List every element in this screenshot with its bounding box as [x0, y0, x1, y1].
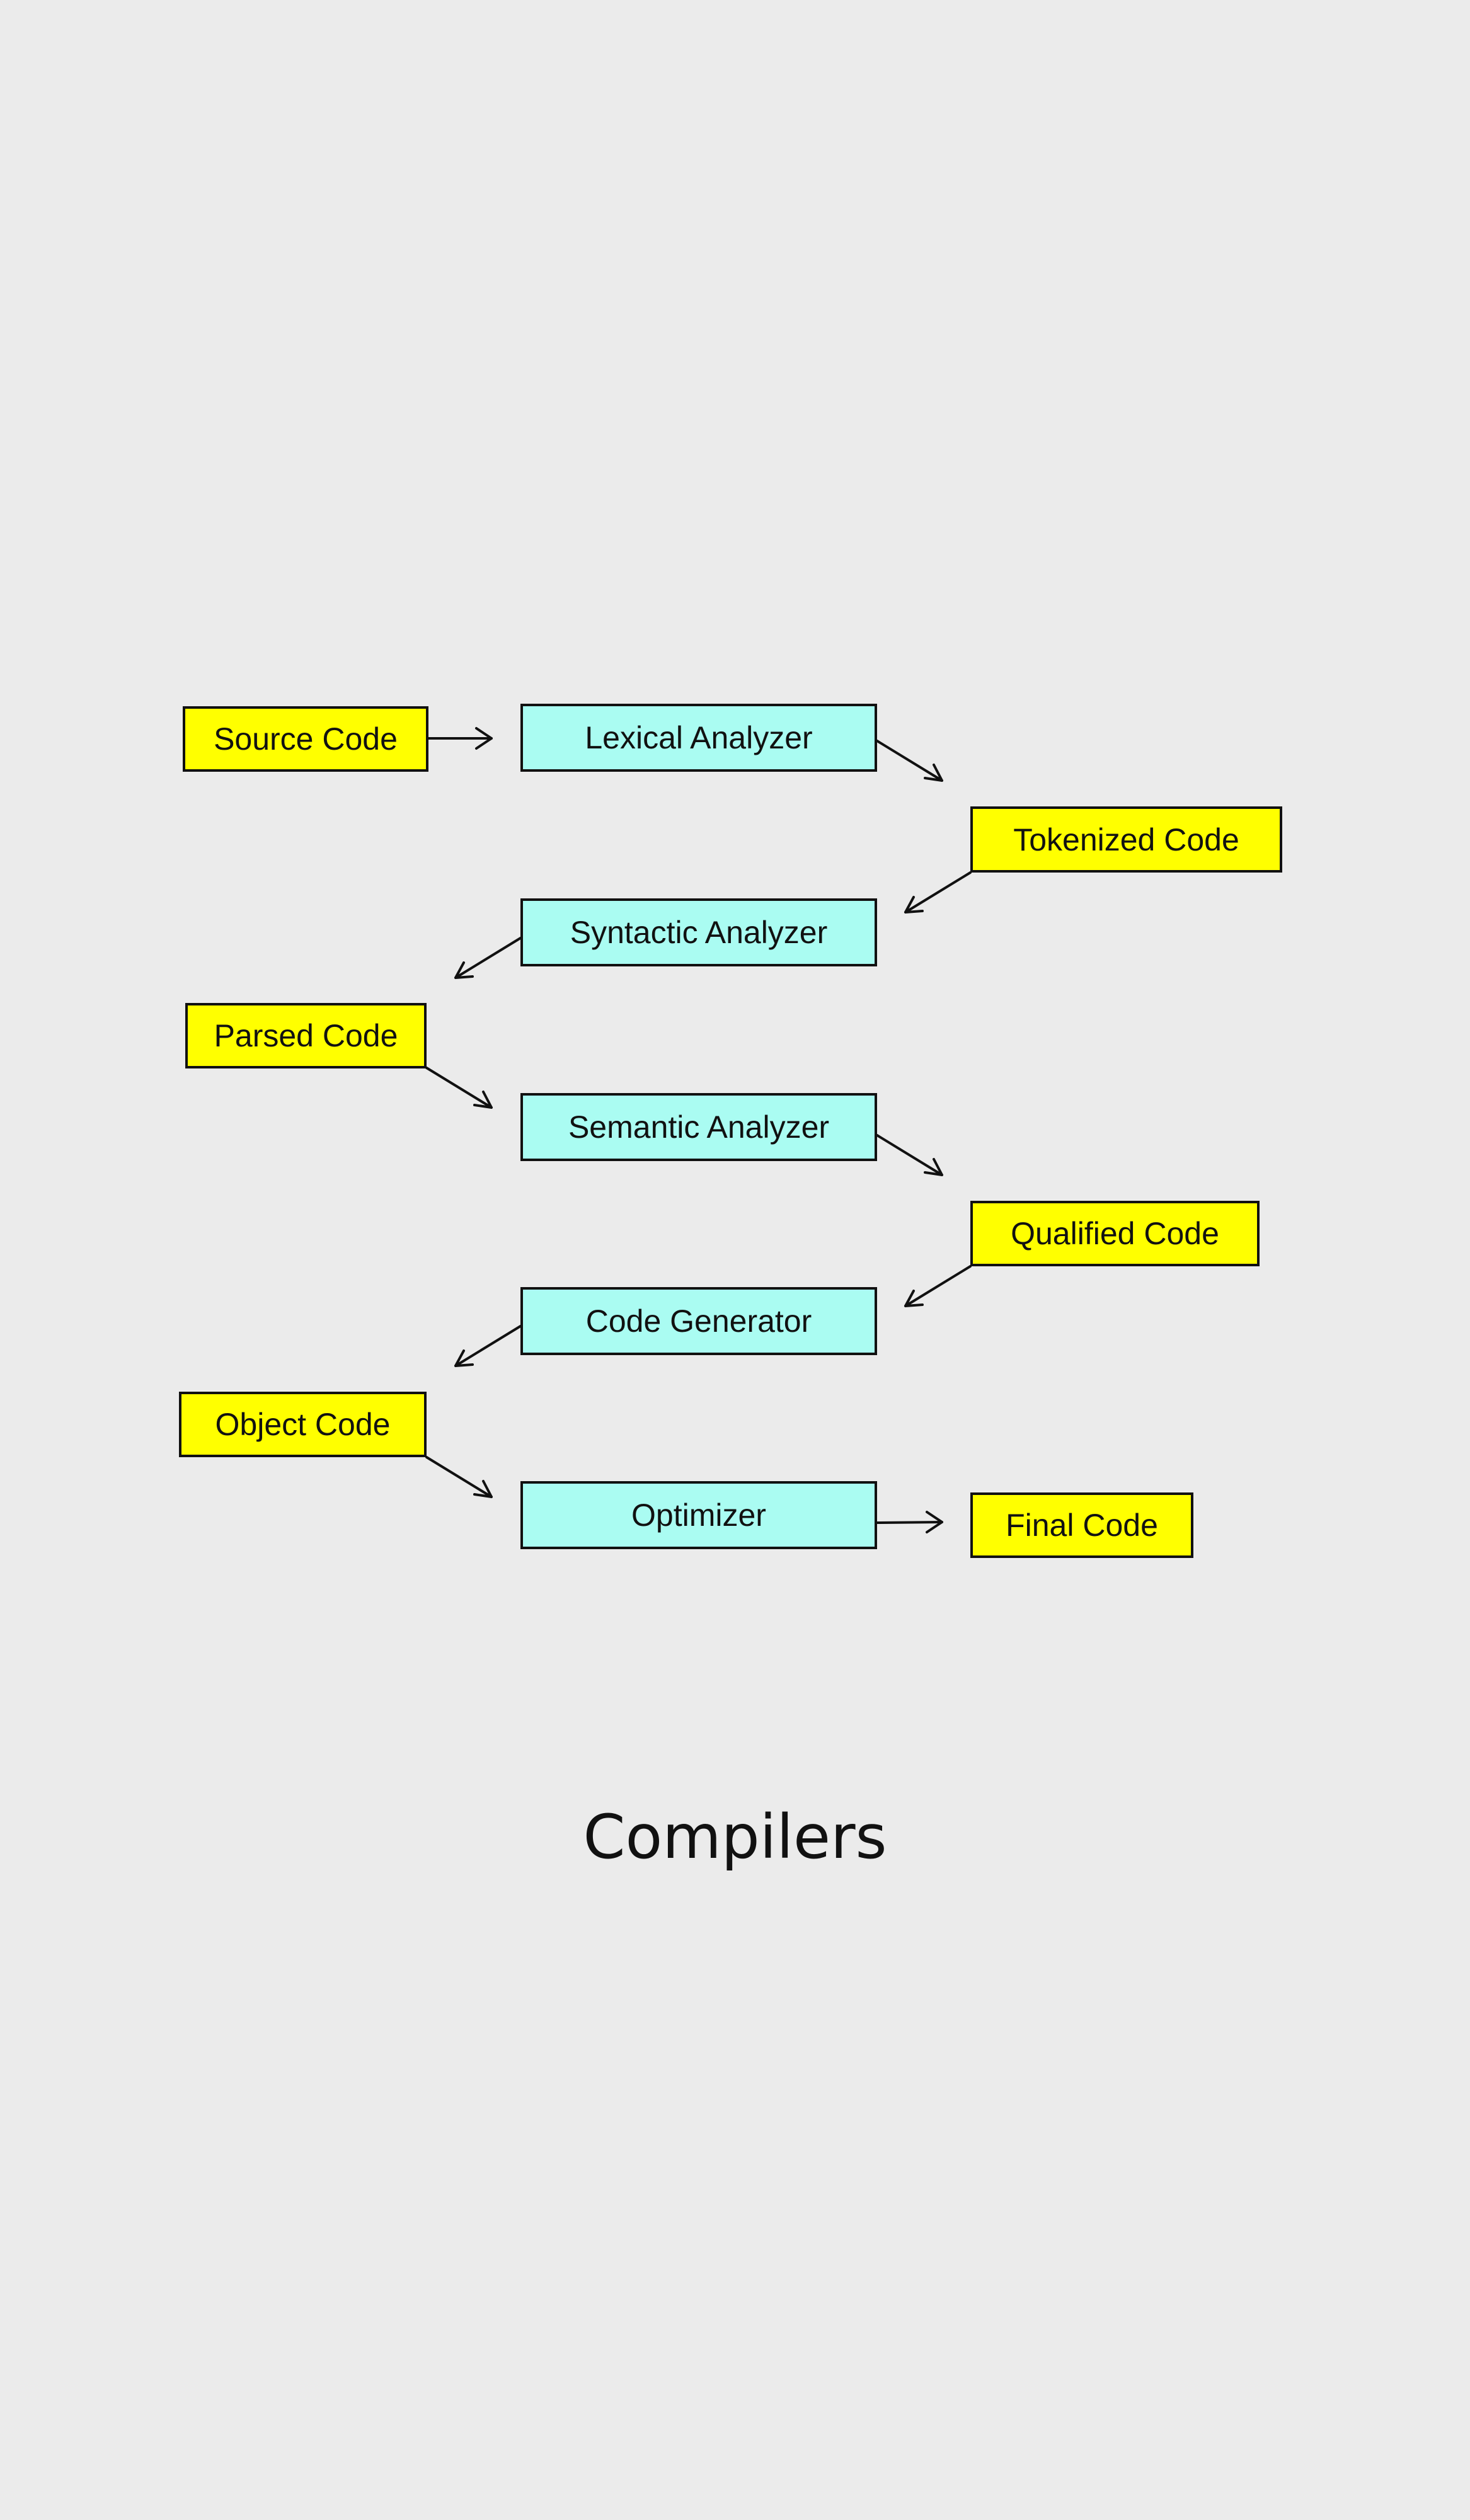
arrow-generator-to-object	[454, 1325, 522, 1367]
node-label: Syntactic Analyzer	[570, 915, 828, 950]
node-syntactic-analyzer: Syntactic Analyzer	[520, 898, 877, 966]
node-label: Semantic Analyzer	[568, 1109, 830, 1145]
node-label: Source Code	[214, 721, 398, 757]
node-lexical-analyzer: Lexical Analyzer	[520, 704, 877, 772]
arrow-syntactic-to-parsed	[454, 937, 522, 979]
arrow-tokenized-to-syntactic	[904, 871, 972, 914]
node-label: Optimizer	[631, 1498, 766, 1533]
node-label: Tokenized Code	[1013, 822, 1239, 857]
arrow-lexical-to-tokenized	[876, 740, 943, 782]
node-tokenized-code: Tokenized Code	[970, 806, 1282, 873]
arrow-semantic-to-qualified	[876, 1134, 943, 1176]
node-label: Parsed Code	[214, 1018, 398, 1053]
arrow-object-to-optimizer	[425, 1456, 493, 1498]
node-semantic-analyzer: Semantic Analyzer	[520, 1093, 877, 1161]
diagram-title: Compilers	[583, 1802, 887, 1872]
node-final-code: Final Code	[970, 1492, 1193, 1558]
arrow-optimizer-to-final	[876, 1511, 943, 1533]
node-label: Code Generator	[585, 1303, 812, 1339]
node-label: Qualified Code	[1011, 1216, 1219, 1251]
node-code-generator: Code Generator	[520, 1287, 877, 1355]
node-label: Final Code	[1006, 1508, 1158, 1543]
node-source-code: Source Code	[183, 706, 428, 772]
node-label: Lexical Analyzer	[585, 720, 813, 755]
arrow-qualified-to-generator	[904, 1265, 972, 1307]
node-optimizer: Optimizer	[520, 1481, 877, 1549]
node-parsed-code: Parsed Code	[185, 1003, 427, 1068]
arrow-source-to-lexical	[427, 727, 493, 750]
node-label: Object Code	[215, 1407, 391, 1442]
node-object-code: Object Code	[179, 1392, 427, 1457]
node-qualified-code: Qualified Code	[970, 1201, 1260, 1266]
arrow-parsed-to-semantic	[425, 1067, 493, 1109]
